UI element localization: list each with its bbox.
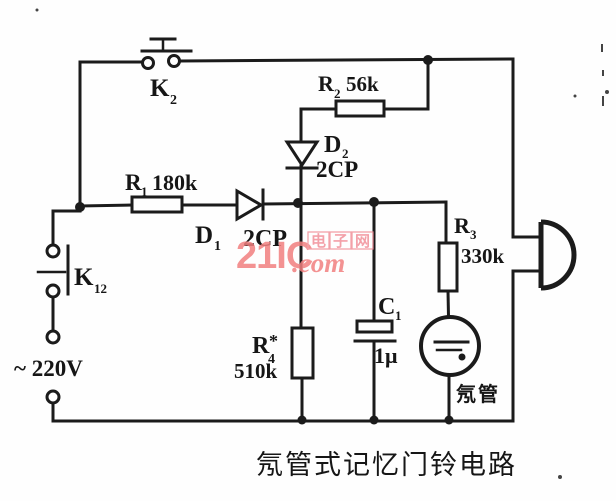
noise-speck xyxy=(573,94,577,98)
noise-speck xyxy=(35,8,39,12)
junction-dot xyxy=(423,55,433,65)
d2-model: 2CP xyxy=(316,157,358,182)
neon-bulb xyxy=(419,315,481,377)
neon-gas-dot xyxy=(458,353,466,361)
junction-dots xyxy=(75,55,454,425)
watermark-brand: 21IC xyxy=(236,235,313,277)
resistor-r4 xyxy=(290,326,315,380)
noise-speck xyxy=(558,475,562,479)
watermark-dot-com: .com xyxy=(292,248,345,278)
wire xyxy=(178,57,515,63)
noise-speck xyxy=(605,90,609,94)
wire xyxy=(78,203,134,208)
r1-label: R xyxy=(125,170,142,195)
labels: K 2 K 12 R 1 180k R 2 56k D 1 2CP D 2 2C… xyxy=(14,71,505,406)
watermark-cn-box xyxy=(307,231,330,250)
watermark: 21IC .com 电子网 xyxy=(236,231,377,278)
noise-dash xyxy=(601,44,603,52)
diode-d2 xyxy=(284,140,320,170)
r4-label-sub: 4 xyxy=(268,352,275,367)
r3-label-sub: 3 xyxy=(470,227,477,242)
noise-dash xyxy=(602,70,604,76)
d2-label: D xyxy=(324,132,341,158)
bell-dome xyxy=(540,219,577,291)
r4-value: 510k xyxy=(234,359,278,383)
resistor-r2 xyxy=(334,99,386,118)
k12-contact xyxy=(45,283,61,299)
d1-label: D xyxy=(195,222,213,249)
source-terminal xyxy=(45,389,61,405)
junction-dot xyxy=(293,198,303,208)
neon-label: 氖管 xyxy=(455,382,500,406)
resistor-r3 xyxy=(437,241,459,293)
scan-noise xyxy=(35,8,609,479)
capacitor-c1 xyxy=(353,319,397,343)
r1-value: 180k xyxy=(152,170,198,195)
watermark-site-cn: 电子网 xyxy=(311,232,377,250)
junction-dot xyxy=(369,415,379,425)
junction-dot xyxy=(75,202,85,212)
ac-source-terminals xyxy=(45,329,61,405)
d1-model: 2CP xyxy=(243,226,287,252)
d1-label-sub: 1 xyxy=(214,239,221,254)
r4-star: * xyxy=(269,331,278,351)
watermark-cn-box xyxy=(351,231,374,250)
r1-label-sub: 1 xyxy=(141,184,148,199)
wire xyxy=(262,200,448,206)
k12-label: K xyxy=(74,264,94,291)
figure-caption: 氖管式记忆门铃电路 xyxy=(256,450,517,480)
wires xyxy=(51,57,515,423)
k2-contact xyxy=(167,54,181,68)
k2-label: K xyxy=(150,75,170,102)
c1-value: 1μ xyxy=(374,343,398,368)
r3-label: R xyxy=(454,213,471,238)
c1-label: C xyxy=(378,294,395,320)
resistor-r1 xyxy=(130,195,184,214)
noise-dash xyxy=(602,96,604,106)
junction-dot xyxy=(297,415,307,425)
k12-contact xyxy=(45,243,61,259)
diode-d1 xyxy=(235,188,265,222)
r2-label: R xyxy=(318,71,335,96)
watermark-cn-box xyxy=(329,231,352,250)
neon-lamp xyxy=(419,315,481,377)
r2-value: 56k xyxy=(346,72,379,96)
d1-triangle xyxy=(235,188,264,222)
junction-dot xyxy=(444,415,454,425)
k12-label-sub: 12 xyxy=(94,281,107,296)
junction-dot xyxy=(369,197,379,207)
c1-label-sub: 1 xyxy=(395,308,402,323)
r4-label: R xyxy=(252,333,270,359)
bell xyxy=(511,219,577,291)
r3-value: 330k xyxy=(461,244,505,268)
c1-top-plate xyxy=(355,319,394,334)
source-voltage-label: ~ 220V xyxy=(14,356,83,381)
switch-k2 xyxy=(140,37,193,70)
d2-label-sub: 2 xyxy=(342,146,349,161)
d2-triangle xyxy=(284,140,320,168)
k2-label-sub: 2 xyxy=(170,93,177,108)
switch-k12 xyxy=(36,243,70,299)
k2-contact xyxy=(141,56,155,70)
r2-label-sub: 2 xyxy=(334,86,341,101)
source-terminal xyxy=(45,329,61,345)
